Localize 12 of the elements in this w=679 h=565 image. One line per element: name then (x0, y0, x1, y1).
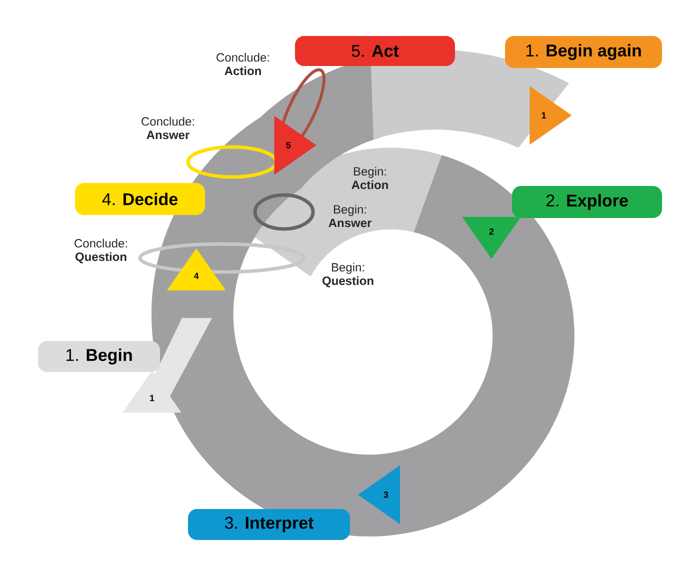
stage-label: 1. Begin again (505, 36, 662, 68)
stage-label: 2. Explore (512, 186, 662, 218)
stage-label: 3. Interpret (188, 509, 350, 540)
step-label: Begin: Question (322, 262, 374, 288)
step-label: Conclude: Action (216, 52, 269, 76)
step-label: Conclude: Answer (142, 116, 194, 140)
step-label: Begin: Action (352, 166, 388, 190)
stage-label: 4. Decide (75, 183, 205, 215)
step-label: Begin: Answer (328, 204, 372, 228)
stage-label: 1. Begin (38, 341, 160, 372)
step-label: Conclude: Question (74, 238, 127, 264)
stage-label: 5. Act (295, 36, 455, 66)
